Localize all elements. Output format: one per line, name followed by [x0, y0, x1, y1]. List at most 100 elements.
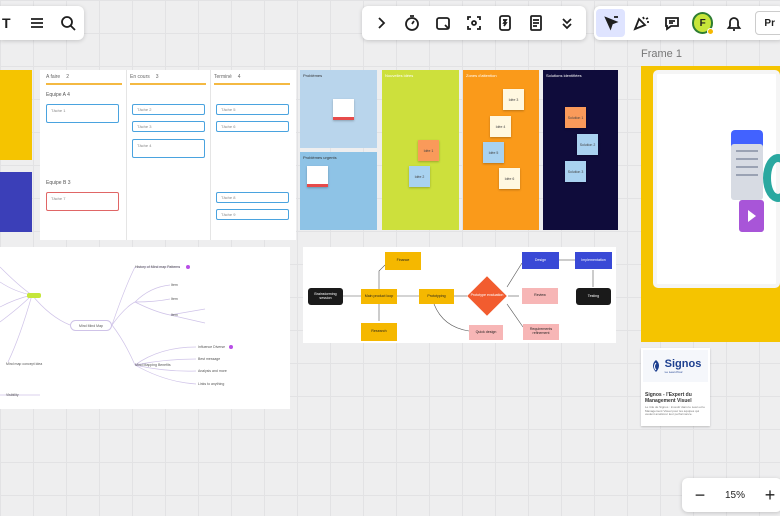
flow-node-review[interactable]: Review [522, 288, 558, 304]
flow-node-research[interactable]: Research [361, 323, 397, 341]
kanban-card[interactable]: Tâche 3 [132, 121, 205, 132]
sticky-note[interactable]: Solution 2 [577, 134, 598, 155]
zoom-out-button[interactable]: − [694, 484, 706, 505]
board-title-truncated[interactable]: T [2, 15, 11, 31]
mind-map-item[interactable]: Analysis and more [198, 369, 227, 373]
sticky-note[interactable] [333, 99, 354, 120]
flow-node-brainstorming[interactable]: Brainstorming session [308, 288, 343, 305]
zoom-in-button[interactable]: + [764, 484, 776, 505]
play-video-icon [739, 200, 764, 232]
double-chevron-down-icon[interactable] [552, 7, 583, 39]
signos-card-title: Signos - l'Expert du Management Visuel [645, 392, 692, 404]
mind-map-item[interactable]: Mind Mapping Benefits [135, 363, 171, 367]
flow-node-design[interactable]: Design [522, 252, 559, 269]
left-toolbar: T [0, 6, 84, 40]
column-bar [130, 83, 206, 85]
focus-frame-icon[interactable] [458, 7, 489, 39]
sticky-note[interactable]: Solution 1 [565, 107, 586, 128]
indigo-sticky-block[interactable] [0, 172, 32, 232]
mind-map-dot-icon [186, 265, 190, 269]
document-illustration-icon [731, 144, 763, 200]
present-button[interactable]: Pr [755, 11, 780, 35]
kanban-card[interactable]: Tâche 6 [216, 121, 289, 132]
kanban-divider [126, 70, 127, 240]
sticky-note[interactable]: Idée 1 [418, 140, 439, 161]
sticky-note[interactable]: Idée 2 [409, 166, 430, 187]
avatar[interactable]: F [692, 12, 715, 35]
menu-icon[interactable] [22, 7, 53, 39]
kanban-card[interactable]: Tâche 5 [216, 104, 289, 115]
frame-title[interactable]: Frame 1 [641, 48, 682, 60]
mind-map-dot-icon [229, 345, 233, 349]
celebrate-icon[interactable] [625, 7, 656, 39]
signos-link-card[interactable]: Signos Le Lean Pour Signos - l'Expert du… [641, 348, 710, 426]
sticky-note[interactable]: Idée 3 [503, 89, 524, 110]
kanban-card[interactable]: Tâche 2 [132, 104, 205, 115]
flow-node-evaluation-label: Prototype evaluation [470, 293, 504, 298]
bell-icon[interactable] [718, 7, 749, 39]
sticky-note[interactable]: Solution 3 [565, 161, 586, 182]
signos-brand: Signos [664, 357, 702, 370]
sticky-note[interactable]: Idée 6 [499, 168, 520, 189]
mind-map-item[interactable]: Links to anything [198, 382, 225, 386]
flow-node-finance[interactable]: Finance [385, 252, 421, 270]
flow-node-quick-design[interactable]: Quick design [469, 325, 503, 340]
mind-map-item[interactable]: Visibility [6, 393, 19, 397]
signos-tagline: Le Lean Pour [664, 369, 683, 374]
kanban-divider [210, 70, 211, 240]
cursor-follow-icon[interactable] [596, 9, 626, 37]
signos-logo-icon [652, 360, 659, 372]
kanban-card[interactable]: Tâche 7 [46, 192, 119, 211]
status-dot-icon [707, 28, 715, 35]
flow-node-prototyping[interactable]: Prototyping [419, 289, 454, 304]
zoom-level[interactable]: 15% [724, 489, 745, 501]
vote-counter-icon[interactable] [490, 7, 521, 39]
search-icon[interactable] [53, 7, 84, 39]
column-count: 3 [155, 74, 159, 80]
mind-map-center[interactable]: Mind Mind Map [70, 320, 112, 331]
collaboration-toolbar [362, 6, 586, 40]
mind-map-item[interactable]: Item [171, 283, 178, 287]
mind-map-node-highlight[interactable] [27, 293, 41, 298]
comment-icon[interactable] [656, 7, 687, 39]
mind-map-item[interactable]: Best message [198, 357, 221, 361]
flow-node-main-loop[interactable]: Main product loop [361, 289, 397, 304]
flowchart[interactable]: Brainstorming session Finance Main produ… [303, 247, 616, 343]
column-count: 2 [66, 74, 69, 80]
flow-node-implementation[interactable]: Implementation [575, 252, 612, 269]
sticky-note[interactable]: Idée 5 [483, 142, 504, 163]
kanban-card[interactable]: Tâche 8 [216, 192, 289, 203]
flow-node-requirements[interactable]: Requirements refinement [523, 324, 559, 340]
notes-document-icon[interactable] [521, 7, 552, 39]
signos-card-description: Le rôle de Signos : investir dans le Lea… [645, 406, 705, 417]
flow-node-testing[interactable]: Testing [576, 288, 611, 305]
mind-map-item[interactable]: Item [171, 313, 178, 317]
kanban-card[interactable]: Tâche 1 [46, 104, 119, 123]
sticky-note[interactable] [307, 166, 328, 187]
chevron-right-icon[interactable] [365, 7, 396, 39]
frame-content-card [653, 70, 780, 288]
kanban-card[interactable]: Tâche 9 [216, 209, 289, 220]
yellow-sticky-block[interactable] [0, 70, 32, 160]
timer-icon[interactable] [396, 7, 427, 39]
kanban-card[interactable]: Tâche 4 [132, 139, 205, 158]
mind-map-item[interactable]: Influence Diverse [198, 345, 226, 349]
mind-map-item[interactable]: History of Mind map Patterns [135, 265, 181, 269]
panel-title: Nouvelles idées [385, 73, 414, 78]
panel-title: Solutions identifiées [546, 73, 582, 78]
signos-logo: Signos Le Lean Pour [643, 350, 708, 382]
mind-map-item[interactable]: Mind map concept idea [6, 362, 43, 366]
video-card-icon[interactable] [427, 7, 458, 39]
column-title: A faire [46, 74, 61, 80]
sticky-note[interactable]: Idée 4 [490, 116, 511, 137]
panel-title: Problèmes [303, 73, 323, 78]
mind-map[interactable]: Mind Mind Map History of Mind map Patter… [0, 247, 290, 409]
frame-1[interactable] [641, 66, 780, 342]
panel-urgent-problems[interactable]: Problèmes urgents [300, 152, 377, 230]
mind-map-item[interactable]: Item [171, 297, 178, 301]
panel-title: Problèmes urgents [303, 155, 337, 160]
group-label-a: Equipe A 4 [46, 92, 70, 98]
